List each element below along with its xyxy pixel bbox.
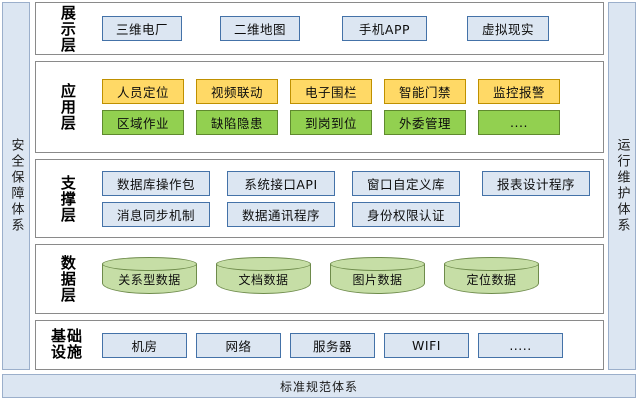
cylinder-top-ellipse — [216, 257, 311, 271]
right-band-operation-maintenance: 运行维护体系 — [608, 2, 636, 370]
cylinder-positioning-data-label: 定位数据 — [466, 272, 517, 287]
cylinder-top-ellipse — [102, 257, 197, 271]
cylinder-image-data[interactable]: 图片数据 — [330, 257, 425, 301]
right-band-label: 运行维护体系 — [614, 138, 630, 234]
layer-data-row-1: 关系型数据 文档数据 图片数据 定位数据 — [102, 257, 599, 301]
node-virtual-reality[interactable]: 虚拟现实 — [467, 16, 549, 41]
node-3d-power-plant[interactable]: 三维电厂 — [102, 16, 182, 41]
cylinder-positioning-data[interactable]: 定位数据 — [444, 257, 539, 301]
node-monitoring-alarm[interactable]: 监控报警 — [478, 79, 560, 104]
cylinder-relational-data-label: 关系型数据 — [118, 272, 181, 287]
layer-presentation-row-1: 三维电厂 二维地图 手机APP 虚拟现实 — [102, 16, 599, 41]
cylinder-document-data[interactable]: 文档数据 — [216, 257, 311, 301]
node-message-sync-mechanism[interactable]: 消息同步机制 — [102, 201, 210, 227]
node-network[interactable]: 网络 — [196, 332, 281, 358]
node-on-post-on-duty[interactable]: 到岗到位 — [290, 110, 372, 135]
node-identity-authorization[interactable]: 身份权限认证 — [352, 201, 460, 227]
node-wifi[interactable]: WIFI — [384, 332, 469, 358]
layer-infrastructure-label-line2: 设施 — [50, 343, 83, 361]
node-window-custom-library[interactable]: 窗口自定义库 — [352, 170, 460, 196]
node-report-design-program[interactable]: 报表设计程序 — [482, 170, 590, 196]
cylinder-top-ellipse — [330, 257, 425, 271]
left-band-label: 安全保障体系 — [8, 138, 24, 234]
node-electronic-fence[interactable]: 电子围栏 — [290, 79, 372, 104]
cylinder-image-data-label: 图片数据 — [352, 272, 403, 287]
layer-support-row-2: 消息同步机制 数据通讯程序 身份权限认证 — [102, 201, 599, 227]
node-smart-access-control[interactable]: 智能门禁 — [384, 79, 466, 104]
left-band-security-assurance: 安全保障体系 — [2, 2, 30, 370]
layer-presentation-body: 三维电厂 二维地图 手机APP 虚拟现实 — [98, 3, 603, 54]
layer-presentation-label: 展示层 — [58, 4, 77, 53]
layer-application-row-1: 人员定位 视频联动 电子围栏 智能门禁 监控报警 — [102, 79, 599, 104]
layer-support-label: 支撑层 — [58, 174, 77, 223]
node-personnel-positioning[interactable]: 人员定位 — [102, 79, 184, 104]
layer-application-body: 人员定位 视频联动 电子围栏 智能门禁 监控报警 区域作业 缺陷隐患 到岗到位 … — [98, 62, 603, 152]
node-mobile-app[interactable]: 手机APP — [342, 16, 427, 41]
node-infrastructure-more[interactable]: ..... — [478, 332, 563, 358]
layer-support-body: 数据库操作包 系统接口API 窗口自定义库 报表设计程序 消息同步机制 数据通讯… — [98, 160, 603, 237]
layer-data: 数据层 关系型数据 文档数据 图片数据 — [35, 244, 604, 314]
layer-application: 应用层 人员定位 视频联动 电子围栏 智能门禁 监控报警 区域作业 缺陷隐患 到… — [35, 61, 604, 153]
layer-data-label: 数据层 — [58, 255, 77, 303]
cylinder-document-data-label: 文档数据 — [238, 272, 289, 287]
bottom-band-label: 标准规范体系 — [279, 379, 358, 394]
node-data-communication-program[interactable]: 数据通讯程序 — [227, 201, 335, 227]
layer-support-row-1: 数据库操作包 系统接口API 窗口自定义库 报表设计程序 — [102, 170, 599, 196]
node-defect-hazard[interactable]: 缺陷隐患 — [196, 110, 278, 135]
layer-application-label: 应用层 — [58, 83, 77, 131]
node-2d-map[interactable]: 二维地图 — [220, 16, 300, 41]
layer-infrastructure: 基础 设施 机房 网络 服务器 WIFI ..... — [35, 320, 604, 370]
node-video-linkage[interactable]: 视频联动 — [196, 79, 278, 104]
node-server[interactable]: 服务器 — [290, 332, 375, 358]
node-outsourcing-management[interactable]: 外委管理 — [384, 110, 466, 135]
layer-infrastructure-body: 机房 网络 服务器 WIFI ..... — [98, 321, 603, 369]
layer-data-body: 关系型数据 文档数据 图片数据 定位数据 — [98, 245, 603, 313]
node-application-more[interactable]: .... — [478, 110, 560, 135]
cylinder-relational-data[interactable]: 关系型数据 — [102, 257, 197, 301]
layer-infrastructure-label-line1: 基础 — [50, 327, 83, 346]
node-system-interface-api[interactable]: 系统接口API — [227, 170, 335, 196]
bottom-band-standards: 标准规范体系 — [2, 374, 636, 398]
node-computer-room[interactable]: 机房 — [102, 332, 187, 358]
layer-presentation: 展示层 三维电厂 二维地图 手机APP 虚拟现实 — [35, 2, 604, 55]
layer-infrastructure-label: 基础 设施 — [36, 327, 98, 361]
layer-infrastructure-row-1: 机房 网络 服务器 WIFI ..... — [102, 332, 599, 358]
node-area-operation[interactable]: 区域作业 — [102, 110, 184, 135]
cylinder-top-ellipse — [444, 257, 539, 271]
node-database-operation-package[interactable]: 数据库操作包 — [102, 170, 210, 196]
layer-application-row-2: 区域作业 缺陷隐患 到岗到位 外委管理 .... — [102, 110, 599, 135]
layer-support: 支撑层 数据库操作包 系统接口API 窗口自定义库 报表设计程序 消息同步机制 … — [35, 159, 604, 238]
